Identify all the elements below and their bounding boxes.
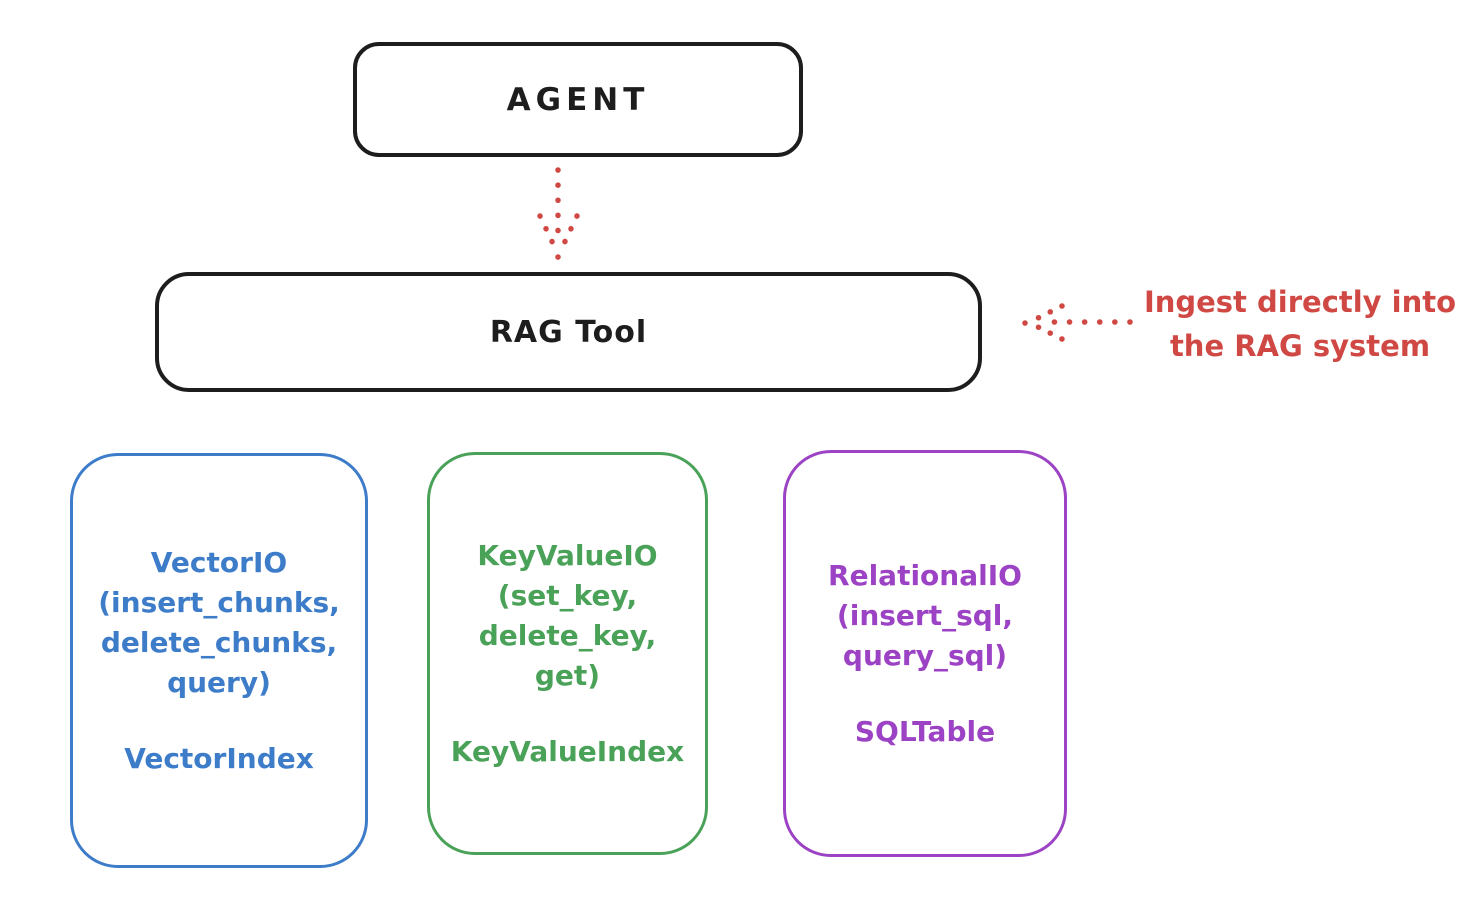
agent-box: AGENT (353, 42, 803, 157)
keyvalue-io-title: KeyValueIO (set_key, delete_key, get) (477, 538, 658, 692)
ingest-annotation-text: Ingest directly into the RAG system (1143, 285, 1457, 363)
relational-io-title: RelationalIO (insert_sql, query_sql) (828, 558, 1022, 672)
keyvalue-io-box: KeyValueIO (set_key, delete_key, get) Ke… (427, 452, 708, 855)
agent-label: AGENT (506, 81, 650, 118)
rag-tool-label: RAG Tool (489, 314, 648, 350)
vector-io-title: VectorIO (insert_chunks, delete_chunks, … (98, 545, 340, 699)
vector-index-label: VectorIndex (124, 741, 314, 775)
vector-io-box: VectorIO (insert_chunks, delete_chunks, … (70, 453, 368, 868)
keyvalue-index-label: KeyValueIndex (450, 734, 685, 768)
relational-io-box: RelationalIO (insert_sql, query_sql) SQL… (783, 450, 1067, 857)
sql-table-label: SQLTable (854, 714, 996, 748)
dotted-arrow-agent-to-rag-icon (537, 167, 580, 260)
dotted-arrow-ingest-icon (1022, 303, 1133, 342)
rag-tool-box: RAG Tool (155, 272, 982, 392)
